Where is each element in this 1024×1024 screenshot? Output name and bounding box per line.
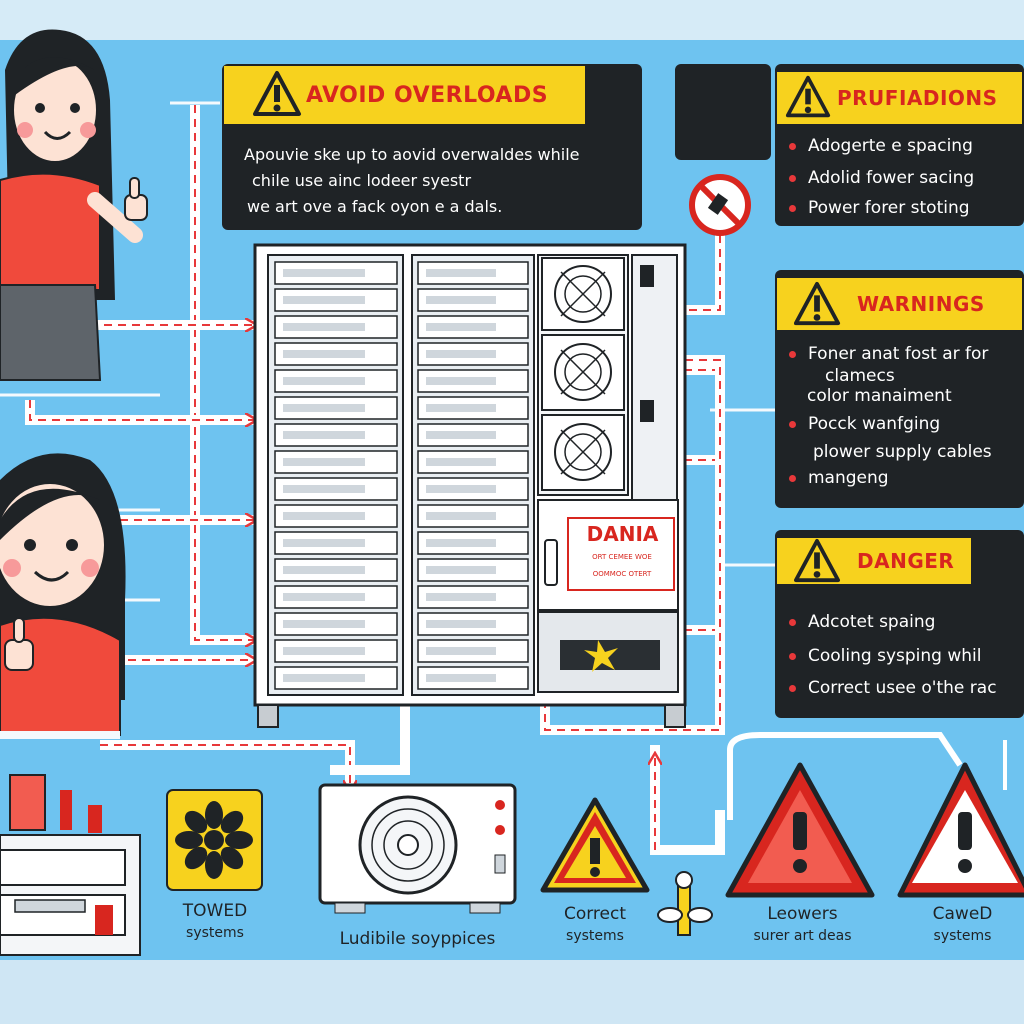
caption-correct: Correct systems xyxy=(540,903,650,947)
server-slot-vent xyxy=(283,485,365,493)
server-slot-vent xyxy=(426,323,496,331)
panel-bullet: Adogerte e spacing xyxy=(789,136,973,156)
panel-bullet: Power forer stoting xyxy=(789,198,970,218)
sky-band-bottom xyxy=(0,960,1024,1024)
caption-line: systems xyxy=(186,925,244,941)
equipment-cabinet xyxy=(0,774,141,956)
person-bottom xyxy=(0,453,126,739)
thumbs-up-icon xyxy=(124,177,148,221)
warning-triangle-icon xyxy=(897,762,1024,898)
server-slot-vent xyxy=(283,566,365,574)
panel-bullet: Cooling sysping whil xyxy=(789,646,981,666)
fan-icon xyxy=(541,257,625,331)
hose-fitting xyxy=(657,871,713,936)
panel-bullet: Adolid fower sacing xyxy=(789,168,974,188)
caption-leowers: Leowers surer art deas xyxy=(730,903,875,947)
server-slot-vent xyxy=(283,350,365,358)
panel-danger: DANGER Adcotet spaing Cooling sysping wh… xyxy=(775,530,1024,718)
server-slot-vent xyxy=(426,620,496,628)
panel-bullet: Pocck wanfging xyxy=(789,414,940,434)
server-slot-vent xyxy=(283,647,365,655)
server-slot-vent xyxy=(426,539,496,547)
caption-line: Correct xyxy=(563,904,627,924)
panel-line: we art ove a fack oyon e a dals. xyxy=(247,197,503,216)
server-slot-vent xyxy=(283,269,365,277)
warning-triangle-icon xyxy=(540,797,650,893)
panel-line: color manaiment xyxy=(807,386,952,406)
panel-title: DANGER xyxy=(857,549,955,573)
server-slot-vent xyxy=(426,458,496,466)
flower-icon xyxy=(175,801,253,879)
caption-towed: TOWED systems xyxy=(160,900,270,944)
caption-cawed: CaweD systems xyxy=(905,903,1020,947)
panel-warnings: WARNINGS Foner anat fost ar for clamecs … xyxy=(775,270,1024,508)
spark-icon xyxy=(584,640,618,672)
panel-bullet: Foner anat fost ar for xyxy=(789,344,988,364)
panel-line: plower supply cables xyxy=(813,442,992,462)
warning-triangle-icon xyxy=(253,71,301,116)
thumbs-up-icon xyxy=(4,617,34,671)
no-spray-icon xyxy=(689,174,751,236)
server-slot-vent xyxy=(283,458,365,466)
caption-line: systems xyxy=(933,928,992,944)
server-slot-vent xyxy=(426,404,496,412)
caption-line: surer art deas xyxy=(753,928,852,944)
rack-label-line: ORT CEMEE WOE xyxy=(592,553,652,561)
rack-label-title: DANIA xyxy=(586,522,659,546)
panel-precautions: PRUFIADIONS Adogerte e spacing Adolid fo… xyxy=(775,64,1024,226)
server-slot-vent xyxy=(283,323,365,331)
server-slot-vent xyxy=(426,674,496,682)
panel-avoid-overloads: AVOID OVERLOADS Apouvie ske up to aovid … xyxy=(222,64,642,230)
air-conditioner xyxy=(318,783,517,914)
server-slot-vent xyxy=(426,485,496,493)
server-slot-vent xyxy=(426,296,496,304)
server-rack xyxy=(253,243,687,728)
server-slot-vent xyxy=(426,269,496,277)
panel-line: Apouvie ske up to aovid overwaldes while xyxy=(244,145,580,164)
fan-icon xyxy=(541,334,625,411)
rack-danger-label xyxy=(567,517,675,591)
server-slot-vent xyxy=(283,296,365,304)
person-top xyxy=(0,29,148,381)
server-slot-vent xyxy=(283,404,365,412)
server-slot-vent xyxy=(426,512,496,520)
caption-line: TOWED xyxy=(182,901,248,921)
fan-icon xyxy=(541,414,625,491)
server-slot-vent xyxy=(283,377,365,385)
warning-triangle-icon xyxy=(794,538,840,583)
server-slot-vent xyxy=(283,431,365,439)
server-slot-vent xyxy=(426,566,496,574)
server-slot-vent xyxy=(426,431,496,439)
server-slot-vent xyxy=(426,593,496,601)
server-slot-vent xyxy=(426,377,496,385)
server-slot-vent xyxy=(283,620,365,628)
panel-bullet: Correct usee o'the rac xyxy=(789,678,997,698)
panel-bullet: Adcotet spaing xyxy=(789,612,935,632)
caption-line: CaweD xyxy=(932,904,993,924)
server-slot-vent xyxy=(283,674,365,682)
server-slot-vent xyxy=(283,593,365,601)
panel-title: AVOID OVERLOADS xyxy=(306,82,549,108)
server-slot-vent xyxy=(426,647,496,655)
panel-line: chile use ainc lodeer syestr xyxy=(252,171,472,190)
caption-line: Leowers xyxy=(767,904,838,924)
warning-triangle-icon xyxy=(725,762,875,898)
panel-bullet: mangeng xyxy=(789,468,889,488)
warning-triangle-icon xyxy=(793,281,841,326)
server-slot-vent xyxy=(283,512,365,520)
panel-title-tag: PRUFIADIONS xyxy=(775,70,1024,126)
panel-title: PRUFIADIONS xyxy=(837,86,998,110)
caption-line: systems xyxy=(566,928,624,944)
rack-label-line: OOMMOC OTERT xyxy=(592,570,652,578)
warning-triangle-icon xyxy=(785,75,831,118)
panel-precautions-icon-box xyxy=(675,64,771,160)
caption-line: Ludibile soyppices xyxy=(339,929,496,949)
panel-title: WARNINGS xyxy=(857,292,985,316)
panel-title-tag: AVOID OVERLOADS xyxy=(222,64,587,126)
panel-line: clamecs xyxy=(825,366,895,386)
caption-ludible: Ludibile soyppices xyxy=(310,928,525,950)
server-slot-vent xyxy=(283,539,365,547)
server-slot-vent xyxy=(426,350,496,358)
